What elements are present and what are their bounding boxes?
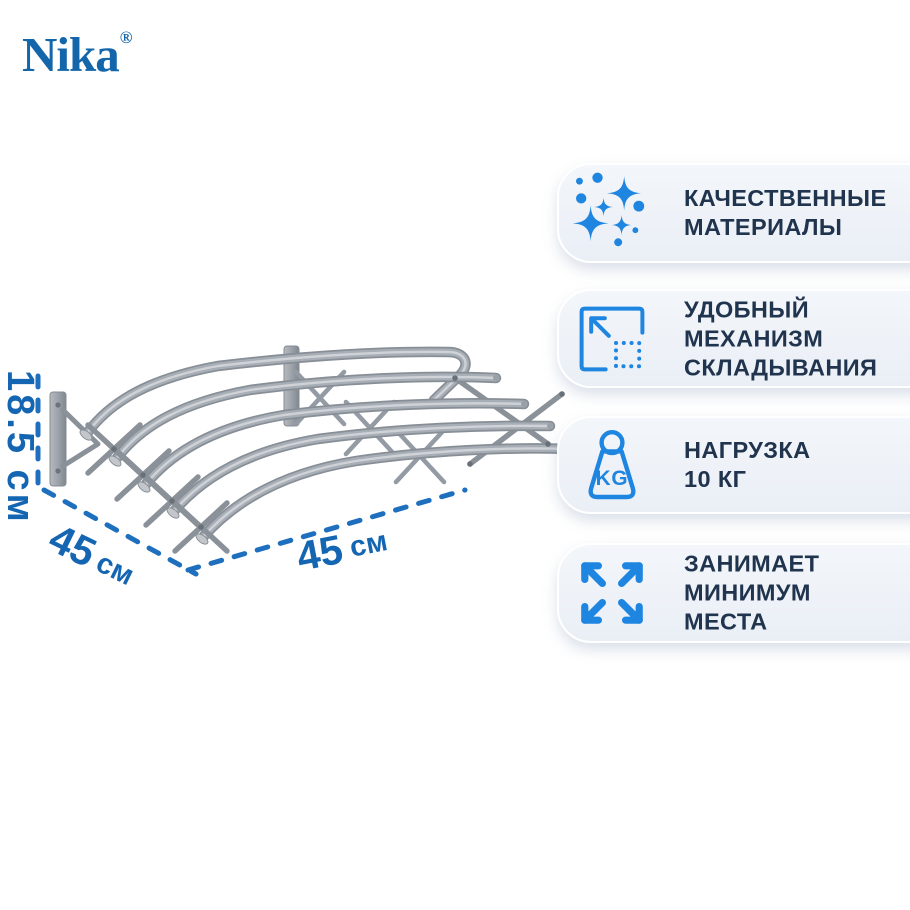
fold-mechanism-icon [579, 306, 645, 371]
width-dashed-line [185, 487, 468, 573]
rail-2 [111, 371, 502, 464]
depth-dashed-line [41, 487, 199, 577]
feature-card-minimal-space: ЗАНИМАЕТ МИНИМУМ МЕСТА [557, 543, 910, 643]
feature-card-load-capacity: KG НАГРУЗКА 10 КГ [557, 416, 910, 514]
rail-5 [198, 443, 574, 542]
rail-4 [169, 420, 556, 516]
height-dimension-label: 18.5 см [0, 370, 41, 525]
weight-icon: KG [588, 430, 636, 500]
weight-icon-label: KG [596, 467, 629, 490]
rail-3 [140, 398, 530, 490]
sparkles-icon [572, 172, 645, 247]
feature-text-folding-mechanism: УДОБНЫЙ МЕХАНИЗМ СКЛАДЫВАНИЯ [684, 296, 878, 380]
feature-card-quality-materials: КАЧЕСТВЕННЫЕ МАТЕРИАЛЫ [557, 163, 910, 263]
drying-rails [82, 346, 574, 542]
brand-logo: Nika® [22, 12, 133, 82]
product-image-drying-rack: 18.5 см 45см 45см [0, 345, 574, 596]
compact-arrows-icon [581, 562, 643, 624]
feature-card-folding-mechanism: УДОБНЫЙ МЕХАНИЗМ СКЛАДЫВАНИЯ [557, 289, 910, 388]
depth-dimension-label: 45см [42, 515, 143, 596]
brand-logo-text: Nika [22, 27, 120, 82]
dimension-lines [35, 373, 468, 577]
feature-text-load-capacity: НАГРУЗКА 10 КГ [684, 437, 811, 492]
registered-mark: ® [119, 28, 133, 47]
feature-text-quality-materials: КАЧЕСТВЕННЫЕ МАТЕРИАЛЫ [684, 185, 887, 240]
feature-text-minimal-space: ЗАНИМАЕТ МИНИМУМ МЕСТА [684, 550, 820, 635]
rail-1 [82, 346, 471, 438]
width-dimension-label: 45см [293, 517, 391, 580]
